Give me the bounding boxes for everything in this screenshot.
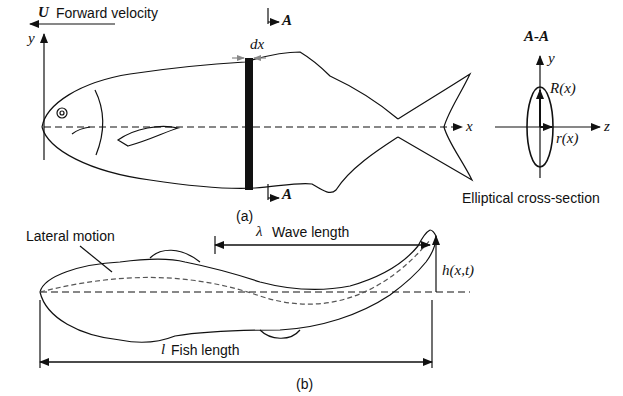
velocity-symbol: U [38,4,49,20]
axis-name: y [28,30,35,46]
dimension-label: R(x) [550,80,576,96]
dimension-label: h(x,t) [442,262,474,278]
dimension-label: r(x) [556,130,579,146]
axis-name: x [466,118,473,134]
section-mark: A [282,186,292,202]
axis-name: y [548,50,555,66]
axis-caption: Forward velocity [56,5,158,21]
dimension-symbol: l [160,341,166,357]
panel-label: (a) [236,208,253,224]
part-label: Lateral motion [26,228,115,244]
dimension-label: Wave length [272,224,349,240]
dimension-label: Fish length [170,342,240,358]
dimension-symbol: λ [256,223,263,239]
section-title: A-A [524,28,549,44]
axis-name: z [604,118,610,134]
section-mark: A [282,12,292,28]
section-caption: Elliptical cross-section [462,190,600,206]
panel-label: (b) [296,376,313,392]
dimension-label: dx [250,36,264,52]
